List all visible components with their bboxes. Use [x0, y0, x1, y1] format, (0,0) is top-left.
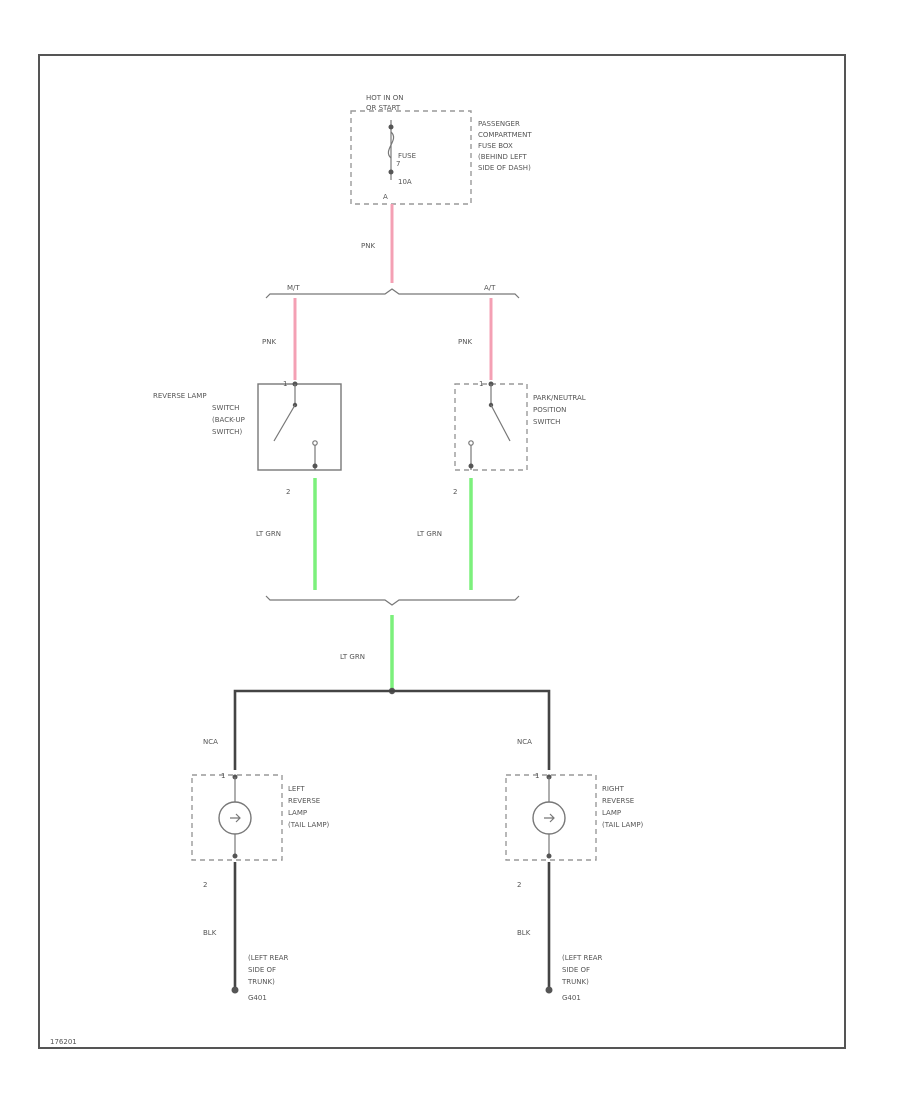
left-lamp-box [191, 774, 283, 861]
fuse-box-location-line5: SIDE OF DASH) [478, 164, 531, 172]
left-lamp-label-line4: (TAIL LAMP) [288, 821, 330, 829]
right-ground-location-line2: SIDE OF [562, 966, 590, 974]
pn-switch-label-line3: SWITCH [533, 418, 560, 426]
blk-wire-left-label: BLK [203, 929, 217, 937]
right-lamp-pin-out: 2 [517, 881, 521, 889]
park-neutral-position-switch: 1 2 PARK/NEUTRAL POSITION SWITCH [453, 380, 586, 496]
nca-wire-right-label: NCA [517, 738, 532, 746]
right-lamp-label-line2: REVERSE [602, 797, 634, 805]
option-brace-top [265, 288, 520, 299]
reverse-switch-label-line1: REVERSE LAMP [153, 392, 207, 400]
green-wire-main-label: LT GRN [340, 653, 365, 661]
reverse-switch-pin-in: 1 [283, 380, 287, 388]
fuse-box-location-line2: COMPARTMENT [478, 131, 532, 139]
reverse-switch-label-line3: (BACK-UP [212, 416, 245, 424]
diagram-frame [38, 54, 846, 1049]
pn-switch-label-line2: POSITION [533, 406, 566, 414]
fuse-block: HOT IN ON OR START FUSE 7 10A A PASSENGE… [350, 94, 532, 205]
right-ground-id: G401 [562, 994, 581, 1002]
pn-switch-label-line1: PARK/NEUTRAL [533, 394, 586, 402]
fuse-box-location-line1: PASSENGER [478, 120, 520, 128]
fuse-box-location-line4: (BEHIND LEFT [478, 153, 527, 161]
reverse-switch-bottom-node [312, 463, 318, 469]
reverse-switch-box [257, 383, 342, 471]
pn-switch-arm [490, 404, 511, 442]
fuse-pin-label: A [383, 193, 388, 201]
right-lamp-box [505, 774, 597, 861]
reverse-switch-contact [312, 440, 318, 446]
left-lamp-bottom-node [232, 853, 238, 859]
nca-wire-left-label: NCA [203, 738, 218, 746]
reverse-switch-label-line4: SWITCH) [212, 428, 242, 436]
left-lamp-filament [230, 813, 241, 823]
left-ground-point [231, 986, 239, 994]
green-wire-right-label: LT GRN [417, 530, 442, 538]
pink-wire-right-label: PNK [458, 338, 472, 346]
right-ground-location-line1: (LEFT REAR [562, 954, 603, 962]
right-lamp-pin-in: 1 [535, 772, 539, 780]
left-ground-location-line1: (LEFT REAR [248, 954, 289, 962]
right-lamp-label-line4: (TAIL LAMP) [602, 821, 644, 829]
left-lamp-label-line2: REVERSE [288, 797, 320, 805]
right-lamp-bottom-node [546, 853, 552, 859]
pink-wire-main-label: PNK [361, 242, 375, 250]
option-label-at: A/T [484, 284, 496, 292]
pink-wire-left-label: PNK [262, 338, 276, 346]
right-lamp-filament [544, 813, 555, 823]
green-wire-left-label: LT GRN [256, 530, 281, 538]
fuse-box-outline [350, 110, 472, 205]
pn-switch-pin-in: 1 [479, 380, 483, 388]
option-brace-bottom [265, 595, 520, 606]
fuse-rating: 10A [398, 178, 412, 186]
left-lamp-label-line1: LEFT [288, 785, 305, 793]
right-ground-point [545, 986, 553, 994]
left-lamp-pin-in: 1 [221, 772, 225, 780]
power-source-label-line1: HOT IN ON [366, 94, 404, 102]
reverse-switch-pin-out: 2 [286, 488, 290, 496]
fuse-label: FUSE [398, 152, 416, 160]
pn-switch-contact [468, 440, 474, 446]
pn-switch-bottom-node [468, 463, 474, 469]
reverse-lamp-switch: 1 2 REVERSE LAMP SWITCH (BACK-UP SWITCH) [153, 380, 342, 496]
left-ground-location-line3: TRUNK) [247, 978, 275, 986]
blk-wire-right-label: BLK [517, 929, 531, 937]
fuse-bottom-node [388, 169, 394, 175]
reverse-switch-arm [273, 404, 296, 442]
fuse-number: 7 [396, 160, 400, 168]
diagram-code: 176201 [50, 1038, 77, 1046]
option-label-mt: M/T [287, 284, 300, 292]
reverse-switch-label-line2: SWITCH [212, 404, 239, 412]
left-reverse-lamp: 1 2 LEFT REVERSE LAMP (TAIL LAMP) [191, 772, 330, 889]
power-source-label-line2: OR START [366, 104, 401, 112]
fuse-top-node [388, 124, 394, 130]
left-ground-id: G401 [248, 994, 267, 1002]
fuse-icon [387, 131, 395, 159]
right-ground-location-line3: TRUNK) [561, 978, 589, 986]
left-ground-location-line2: SIDE OF [248, 966, 276, 974]
right-lamp-label-line3: LAMP [602, 809, 621, 817]
left-lamp-pin-out: 2 [203, 881, 207, 889]
right-reverse-lamp: 1 2 RIGHT REVERSE LAMP (TAIL LAMP) [505, 772, 644, 889]
black-wire-distribution [233, 689, 551, 770]
left-lamp-label-line3: LAMP [288, 809, 307, 817]
right-lamp-label-line1: RIGHT [602, 785, 625, 793]
fuse-box-location-line3: FUSE BOX [478, 142, 513, 150]
pn-switch-pin-out: 2 [453, 488, 457, 496]
